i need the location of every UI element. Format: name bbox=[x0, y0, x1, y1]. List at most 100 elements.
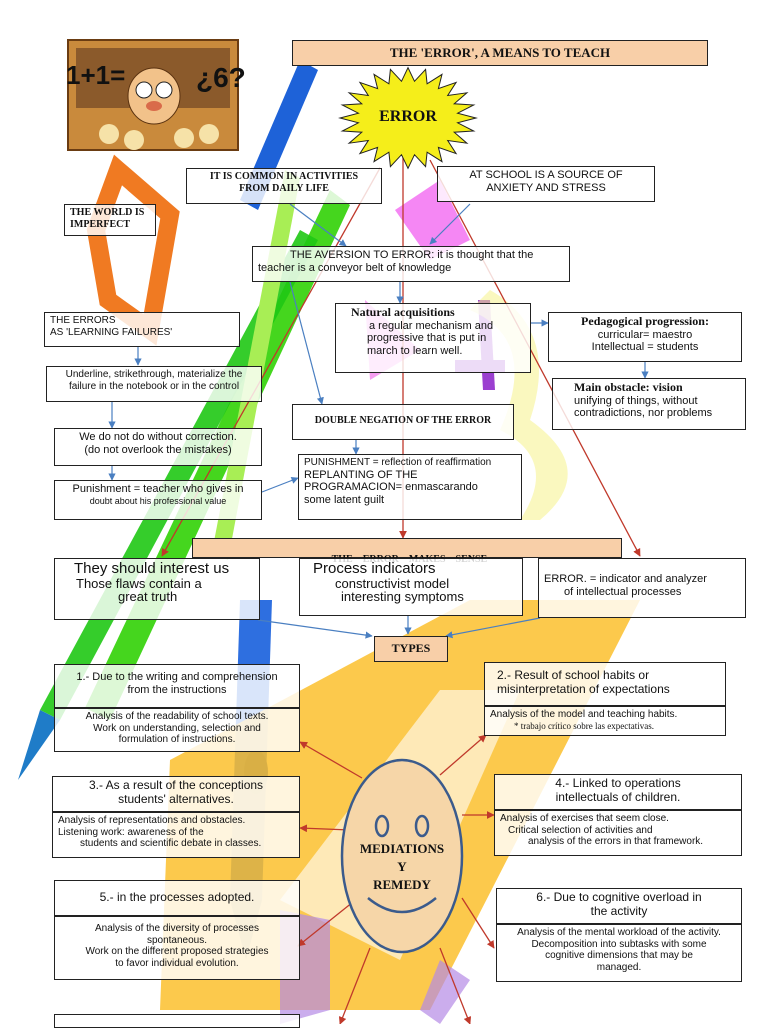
type2-title-line-1: 2.- Result of school habits or bbox=[497, 668, 650, 682]
punre-line-3: PROGRAMACION= enmascarando bbox=[304, 481, 478, 494]
aversion-line-1: THE AVERSION TO ERROR: it is thought tha… bbox=[290, 249, 534, 261]
obstacle-line-1: unifying of things, without bbox=[574, 394, 698, 407]
type1-body: Analysis of the readability of school te… bbox=[54, 708, 300, 752]
school-line-1: AT SCHOOL IS A SOURCE OF bbox=[469, 169, 623, 181]
school-line-2: ANXIETY AND STRESS bbox=[486, 181, 606, 194]
mediations-line-2: Y bbox=[397, 859, 407, 875]
cartoon-left-text: 1+1= bbox=[66, 60, 126, 90]
punteacher-line-1: Punishment = teacher who gives in bbox=[72, 483, 244, 495]
world-line-2: IMPERFECT bbox=[70, 218, 130, 230]
node-natural-acquisitions: Natural acquisitions a regular mechanism… bbox=[335, 303, 531, 373]
world-line-1: THE WORLD IS bbox=[70, 207, 145, 218]
type5-body-line-2: spontaneous. bbox=[146, 934, 208, 946]
interest-line-1: They should interest us bbox=[74, 560, 230, 577]
main-title: THE 'ERROR', A MEANS TO TEACH bbox=[292, 40, 708, 66]
node-makes-sense: THE ERROR MAKES SENSE bbox=[192, 538, 622, 565]
type1-title: 1.- Due to the writing and comprehension… bbox=[54, 664, 300, 708]
node-underline: Underline, strikethrough, materialize th… bbox=[46, 366, 262, 402]
type1-body-line-3: formulation of instructions. bbox=[118, 734, 236, 745]
node-interest: They should interest us Those flaws cont… bbox=[54, 558, 260, 620]
errors-line-1: THE ERRORS bbox=[50, 315, 116, 326]
cartoon-drawing bbox=[67, 39, 239, 151]
type5-body-line-1: Analysis of the diversity of processes bbox=[95, 923, 259, 934]
type2-title-line-2: misinterpretation of expectations bbox=[497, 681, 670, 696]
type2-body: Analysis of the model and teaching habit… bbox=[484, 706, 726, 736]
main-title-text: THE 'ERROR', A MEANS TO TEACH bbox=[389, 45, 611, 60]
mediations-line-1: MEDIATIONS bbox=[359, 841, 445, 856]
type5-body-line-3: Work on the different proposed strategie… bbox=[85, 946, 269, 957]
node-punishment-teacher: Punishment = teacher who gives in doubt … bbox=[54, 480, 262, 520]
type4-body: Analysis of exercises that seem close. C… bbox=[494, 810, 742, 856]
natural-line-3: march to learn well. bbox=[367, 345, 463, 358]
types-text: TYPES bbox=[391, 641, 431, 655]
punre-line-2: REPLANTING OF THE bbox=[304, 468, 418, 481]
process-line-2: constructivist model bbox=[335, 575, 450, 591]
underline-line-1: Underline, strikethrough, materialize th… bbox=[65, 369, 243, 380]
nocorr-line-2: (do not overlook the mistakes) bbox=[84, 443, 232, 456]
type6-body-line-4: managed. bbox=[596, 961, 642, 973]
double-negation-text: DOUBLE NEGATION OF THE ERROR bbox=[314, 415, 492, 426]
type4-title-line-1: 4.- Linked to operations bbox=[555, 776, 681, 790]
mediations-label: MEDIATIONS Y REMEDY bbox=[340, 840, 464, 895]
nocorr-line-1: We do not do without correction. bbox=[79, 431, 237, 443]
type2-body-line-2: * trabajo crítico sobre las expectativas… bbox=[514, 720, 654, 731]
node-process-indicators: Process indicators constructivist model … bbox=[299, 558, 523, 616]
orange-diamond-shape bbox=[86, 154, 180, 346]
node-indicator-analyzer: ERROR. = indicator and analyzer of intel… bbox=[538, 558, 746, 618]
smiley-face-icon bbox=[340, 758, 464, 954]
node-main-obstacle: Main obstacle: vision unifying of things… bbox=[552, 378, 746, 430]
type1-body-line-2: Work on understanding, selection and bbox=[93, 722, 261, 734]
node-no-correction: We do not do without correction. (do not… bbox=[54, 428, 262, 466]
interest-line-2: Those flaws contain a bbox=[76, 575, 202, 591]
obstacle-line-2: contradictions, nor problems bbox=[574, 407, 713, 420]
type2-body-line-1: Analysis of the model and teaching habit… bbox=[490, 709, 678, 720]
type1-title-line-1: 1.- Due to the writing and comprehension bbox=[76, 671, 278, 683]
analyzer-line-2: of intellectual processes bbox=[564, 585, 682, 598]
type3-body-line-3: students and scientific debate in classe… bbox=[80, 838, 262, 849]
type6-body: Analysis of the mental workload of the a… bbox=[496, 924, 742, 982]
analyzer-line-1: ERROR. = indicator and analyzer bbox=[544, 573, 707, 585]
node-aversion: THE AVERSION TO ERROR: it is thought tha… bbox=[252, 246, 570, 282]
type4-title-line-2: intellectuals of children. bbox=[555, 789, 681, 804]
type6-title-line-1: 6.- Due to cognitive overload in bbox=[536, 890, 702, 904]
type6-title: 6.- Due to cognitive overload in the act… bbox=[496, 888, 742, 924]
process-line-3: interesting symptoms bbox=[341, 589, 464, 605]
type3-title-line-1: 3.- As a result of the conceptions bbox=[88, 778, 264, 792]
type3-title-line-2: students' alternatives. bbox=[118, 791, 234, 806]
node-errors-learning-failures: THE ERRORS AS 'LEARNING FAILURES' bbox=[44, 312, 240, 347]
type4-title: 4.- Linked to operations intellectuals o… bbox=[494, 774, 742, 810]
punre-line-1: PUNISHMENT = reflection of reaffirmation bbox=[304, 457, 492, 468]
type4-body-line-3: analysis of the errors in that framework… bbox=[528, 836, 704, 847]
node-double-negation: DOUBLE NEGATION OF THE ERROR bbox=[292, 404, 514, 440]
cartoon-illustration: 1+1= ¿6? bbox=[54, 36, 252, 160]
error-sun: ERROR bbox=[338, 66, 478, 170]
natural-line-1: a regular mechanism and bbox=[369, 319, 494, 332]
node-punishment-reaffirmation: PUNISHMENT = reflection of reaffirmation… bbox=[298, 454, 522, 520]
type6-body-line-2: Decomposition into subtasks with some bbox=[531, 938, 707, 950]
type3-body: Analysis of representations and obstacle… bbox=[52, 812, 300, 858]
node-types: TYPES bbox=[374, 636, 448, 662]
natural-line-2: progressive that is put in bbox=[367, 332, 487, 345]
sun-label: ERROR bbox=[379, 108, 437, 125]
errors-line-2: AS 'LEARNING FAILURES' bbox=[50, 326, 173, 338]
punre-line-4: some latent guilt bbox=[304, 493, 385, 506]
type5-title: 5.- in the processes adopted. bbox=[54, 880, 300, 916]
common-line-1: IT IS COMMON IN ACTIVITIES bbox=[209, 171, 359, 182]
mediations-line-3: REMEDY bbox=[373, 877, 431, 893]
type6-body-line-1: Analysis of the mental workload of the a… bbox=[517, 927, 721, 938]
process-line-1: Process indicators bbox=[313, 560, 436, 577]
type5-body-line-4: to favor individual evolution. bbox=[115, 957, 239, 969]
type3-title: 3.- As a result of the conceptions stude… bbox=[52, 776, 300, 812]
interest-line-3: great truth bbox=[118, 589, 178, 605]
pedagogical-line-2: Intellectual = students bbox=[591, 341, 699, 354]
pencil-tip bbox=[18, 710, 60, 780]
natural-title: Natural acquisitions bbox=[351, 305, 455, 319]
type6-title-line-2: the activity bbox=[590, 903, 648, 918]
punteacher-line-2: doubt about his professional value bbox=[89, 495, 227, 506]
node-world-imperfect: THE WORLD IS IMPERFECT bbox=[64, 204, 156, 236]
pedagogical-title: Pedagogical progression: bbox=[581, 314, 709, 328]
type3-body-line-1: Analysis of representations and obstacle… bbox=[58, 815, 246, 826]
underline-line-2: failure in the notebook or in the contro… bbox=[68, 380, 240, 392]
common-line-2: FROM DAILY LIFE bbox=[239, 182, 329, 194]
type1-body-line-1: Analysis of the readability of school te… bbox=[85, 711, 269, 722]
